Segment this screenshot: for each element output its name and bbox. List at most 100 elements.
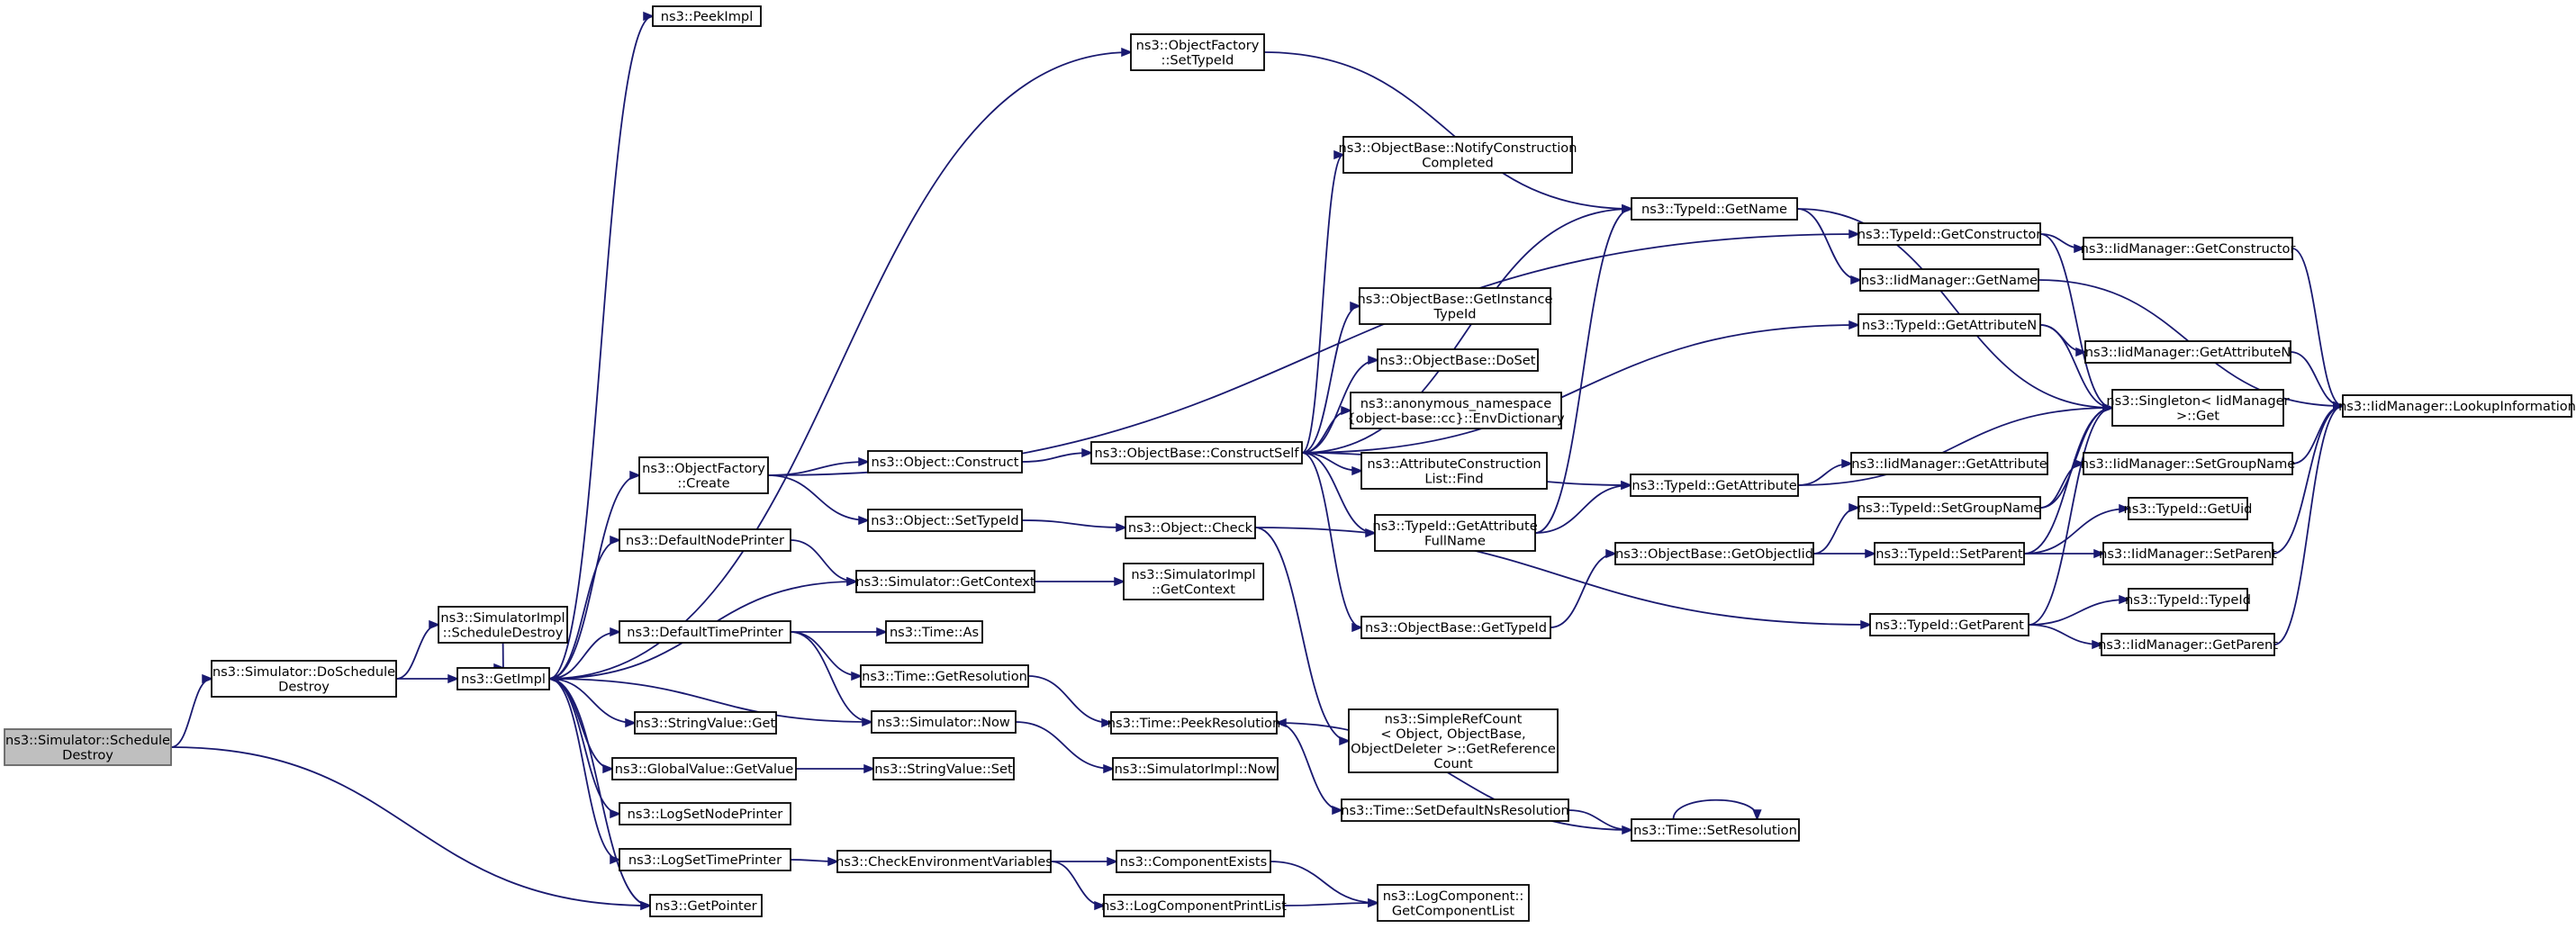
edge-typeid_getparent-to-typeid_typeid [2028, 594, 2131, 626]
node-simimpl_getcontext[interactable]: ns3::SimulatorImpl::GetContext [1123, 563, 1264, 600]
node-box [1350, 392, 1562, 429]
node-typeid_getparent[interactable]: ns3::TypeId::GetParent [1869, 613, 2029, 636]
node-stringvalue_set[interactable]: ns3::StringValue::Set [872, 757, 1015, 780]
edge-sim_now-to-simimpl_now [1015, 721, 1116, 774]
edge-typeid_setparent-to-typeid_getuid [2023, 503, 2131, 555]
node-box [1377, 348, 1539, 372]
node-time_setdefaultnsresolution[interactable]: ns3::Time::SetDefaultNsResolution [1341, 798, 1569, 822]
node-box [2101, 633, 2275, 656]
edge-of_create-to-object_construct [767, 456, 871, 476]
node-box [1359, 287, 1551, 325]
node-iidmanager_getparent[interactable]: ns3::IidManager::GetParent [2098, 633, 2278, 656]
node-time_as[interactable]: ns3::Time::As [885, 620, 983, 644]
node-object_construct[interactable]: ns3::Object::Construct [867, 450, 1023, 474]
node-object_settypeid[interactable]: ns3::Object::SetTypeId [867, 509, 1023, 532]
node-of_settypeid[interactable]: ns3::ObjectFactory::SetTypeId [1130, 33, 1265, 71]
node-box [619, 848, 791, 871]
node-box [652, 5, 762, 27]
node-label: ns3::DefaultNodePrinter [626, 533, 784, 548]
node-typeid_getname[interactable]: ns3::TypeId::GetName [1631, 197, 1798, 221]
node-label: FullName [1424, 533, 1486, 548]
edge-getimpl-to-of_settypeid [548, 47, 1134, 680]
node-box [1112, 757, 1279, 780]
node-ob_doset[interactable]: ns3::ObjectBase::DoSet [1377, 348, 1539, 372]
node-simimpl_now[interactable]: ns3::SimulatorImpl::Now [1112, 757, 1279, 780]
node-sim_now[interactable]: ns3::Simulator::Now [871, 710, 1017, 734]
node-typeid_setgroupname[interactable]: ns3::TypeId::SetGroupName [1857, 496, 2041, 519]
node-defaulttimeprinter[interactable]: ns3::DefaultTimePrinter [619, 620, 791, 644]
node-box [1341, 798, 1569, 822]
edge-typeid_getconstructor-to-singleton_get [2039, 233, 2115, 413]
node-label: Destroy [62, 747, 113, 762]
node-peekimpl[interactable]: ns3::PeekImpl [652, 5, 762, 27]
node-getpointer[interactable]: ns3::GetPointer [649, 894, 763, 917]
node-ob_notifyconstruction[interactable]: ns3::ObjectBase::NotifyConstructionCompl… [1339, 136, 1577, 174]
node-typeid_typeid[interactable]: ns3::TypeId::TypeId [2125, 588, 2251, 611]
node-time_peekresolution[interactable]: ns3::Time::PeekResolution [1107, 711, 1280, 735]
node-anon_envdictionary[interactable]: ns3::anonymous_namespace{object-base::cc… [1347, 392, 1565, 429]
node-box [2083, 452, 2293, 475]
node-componentexists[interactable]: ns3::ComponentExists [1116, 850, 1271, 873]
node-label: ns3::GetImpl [461, 672, 546, 687]
node-label: ns3::DefaultTimePrinter [627, 625, 783, 640]
node-label: ns3::TypeId::GetAttributeN [1862, 318, 2037, 333]
node-typeid_getuid[interactable]: ns3::TypeId::GetUid [2124, 497, 2253, 520]
node-logsetnodeprinter[interactable]: ns3::LogSetNodePrinter [619, 802, 791, 825]
node-typeid_getattribute[interactable]: ns3::TypeId::GetAttribute [1630, 474, 1799, 497]
node-logcomponentprintlist[interactable]: ns3::LogComponentPrintList [1101, 894, 1287, 917]
node-box [1857, 496, 2041, 519]
node-iidmanager_setparent[interactable]: ns3::IidManager::SetParent [2099, 542, 2277, 565]
edge-doschedule-to-simimpl_schedule [395, 619, 441, 680]
node-ob_getobjectiid[interactable]: ns3::ObjectBase::GetObjectIid [1614, 542, 1814, 565]
node-iidmanager_getconstructor[interactable]: ns3::IidManager::GetConstructor [2081, 237, 2296, 260]
node-objectbase_constructself[interactable]: ns3::ObjectBase::ConstructSelf [1090, 441, 1303, 464]
node-getimpl[interactable]: ns3::GetImpl [456, 667, 550, 690]
node-iidmanager_getattributen[interactable]: ns3::IidManager::GetAttributeN [2084, 340, 2291, 364]
edge-defaulttimeprinter-to-time_getresolution [790, 631, 863, 681]
node-typeid_getattributen[interactable]: ns3::TypeId::GetAttributeN [1857, 313, 2041, 337]
node-box [456, 667, 550, 690]
node-object_check[interactable]: ns3::Object::Check [1125, 516, 1256, 539]
node-ob_gettypeid[interactable]: ns3::ObjectBase::GetTypeId [1360, 616, 1551, 639]
node-box [619, 620, 791, 644]
node-iidmanager_setgroupname[interactable]: ns3::IidManager::SetGroupName [2081, 452, 2296, 475]
node-box [619, 802, 791, 825]
node-globalvalue_getvalue[interactable]: ns3::GlobalValue::GetValue [611, 757, 797, 780]
node-box [2128, 588, 2248, 611]
node-label: ns3::ObjectBase::DoSet [1379, 353, 1535, 368]
node-singleton_get[interactable]: ns3::Singleton< IidManager>::Get [2106, 389, 2290, 427]
edge-iidmanager_getconstructor-to-iidmanager_lookupinformation [2291, 248, 2346, 411]
node-typeid_setparent[interactable]: ns3::TypeId::SetParent [1874, 542, 2025, 565]
edge-objectbase_constructself-to-ob_getinstancetypeid [1301, 301, 1362, 454]
edge-objectbase_constructself-to-anon_envdictionary [1301, 405, 1353, 454]
node-iidmanager_getattribute[interactable]: ns3::IidManager::GetAttribute [1850, 452, 2048, 475]
edge-getimpl-to-logsettimeprinter [548, 678, 622, 865]
node-defaultnodeprinter[interactable]: ns3::DefaultNodePrinter [619, 528, 791, 552]
node-label: ns3::Time::SetDefaultNsResolution [1341, 803, 1569, 818]
node-logcomponent_getcomponentlist[interactable]: ns3::LogComponent::GetComponentList [1377, 884, 1530, 922]
node-root[interactable]: ns3::Simulator::ScheduleDestroy [4, 728, 172, 766]
node-iidmanager_lookupinformation[interactable]: ns3::IidManager::LookupInformation [2338, 394, 2576, 418]
node-box [619, 528, 791, 552]
node-time_setresolution[interactable]: ns3::Time::SetResolution [1631, 818, 1800, 842]
edge-getimpl-to-stringvalue_get [548, 678, 637, 728]
node-label: ns3::GetPointer [655, 898, 756, 914]
node-iidmanager_getname[interactable]: ns3::IidManager::GetName [1859, 268, 2039, 292]
node-label: < Object, ObjectBase, [1380, 726, 1525, 742]
node-label: ns3::CheckEnvironmentVariables [836, 854, 1053, 870]
node-logsettimeprinter[interactable]: ns3::LogSetTimePrinter [619, 848, 791, 871]
node-simimpl_schedule[interactable]: ns3::SimulatorImpl::ScheduleDestroy [438, 606, 568, 644]
node-box [1103, 894, 1285, 917]
node-simplerefcount[interactable]: ns3::SimpleRefCount< Object, ObjectBase,… [1348, 708, 1559, 773]
edge-object_settypeid-to-object_check [1021, 519, 1128, 533]
node-typeid_getconstructor[interactable]: ns3::TypeId::GetConstructor [1857, 222, 2042, 246]
node-time_getresolution[interactable]: ns3::Time::GetResolution [860, 664, 1029, 688]
node-stringvalue_get[interactable]: ns3::StringValue::Get [634, 711, 777, 735]
node-of_create[interactable]: ns3::ObjectFactory::Create [638, 456, 769, 494]
node-checkenv[interactable]: ns3::CheckEnvironmentVariables [836, 850, 1053, 873]
node-sim_getcontext[interactable]: ns3::Simulator::GetContext [855, 570, 1035, 593]
